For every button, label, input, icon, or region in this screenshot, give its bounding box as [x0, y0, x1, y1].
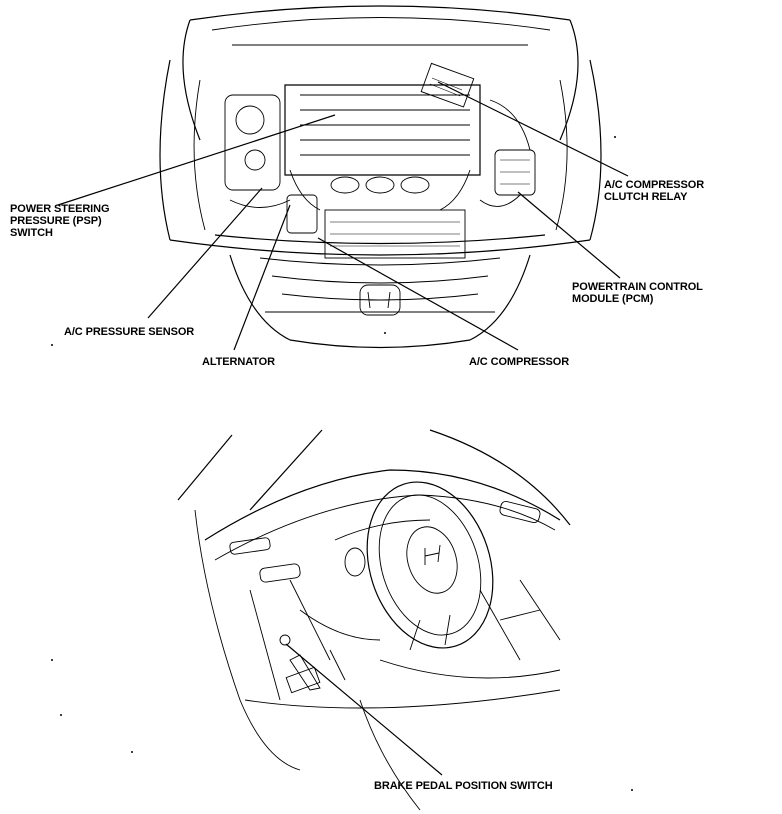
label-ac-pressure-sensor: A/C PRESSURE SENSOR	[64, 326, 195, 338]
leader-alternator	[233, 204, 291, 351]
label-pcm: POWERTRAIN CONTROL MODULE (PCM)	[572, 281, 703, 305]
leader-ac-compressor	[317, 237, 519, 351]
label-ac-compressor: A/C COMPRESSOR	[469, 356, 570, 368]
leader-brake-pedal-switch	[285, 643, 443, 776]
label-psp-switch: POWER STEERING PRESSURE (PSP) SWITCH	[10, 203, 110, 239]
leader-psp-switch	[57, 114, 336, 206]
leader-ac-clutch-relay	[437, 81, 629, 177]
leader-ac-pressure-sensor	[147, 187, 263, 319]
label-ac-compressor-clutch-relay: A/C COMPRESSOR CLUTCH RELAY	[604, 179, 705, 203]
engine-bay-illustration	[51, 5, 616, 349]
leader-pcm	[517, 191, 621, 279]
label-alternator: ALTERNATOR	[202, 356, 275, 368]
label-brake-pedal-position-switch: BRAKE PEDAL POSITION SWITCH	[374, 780, 553, 792]
